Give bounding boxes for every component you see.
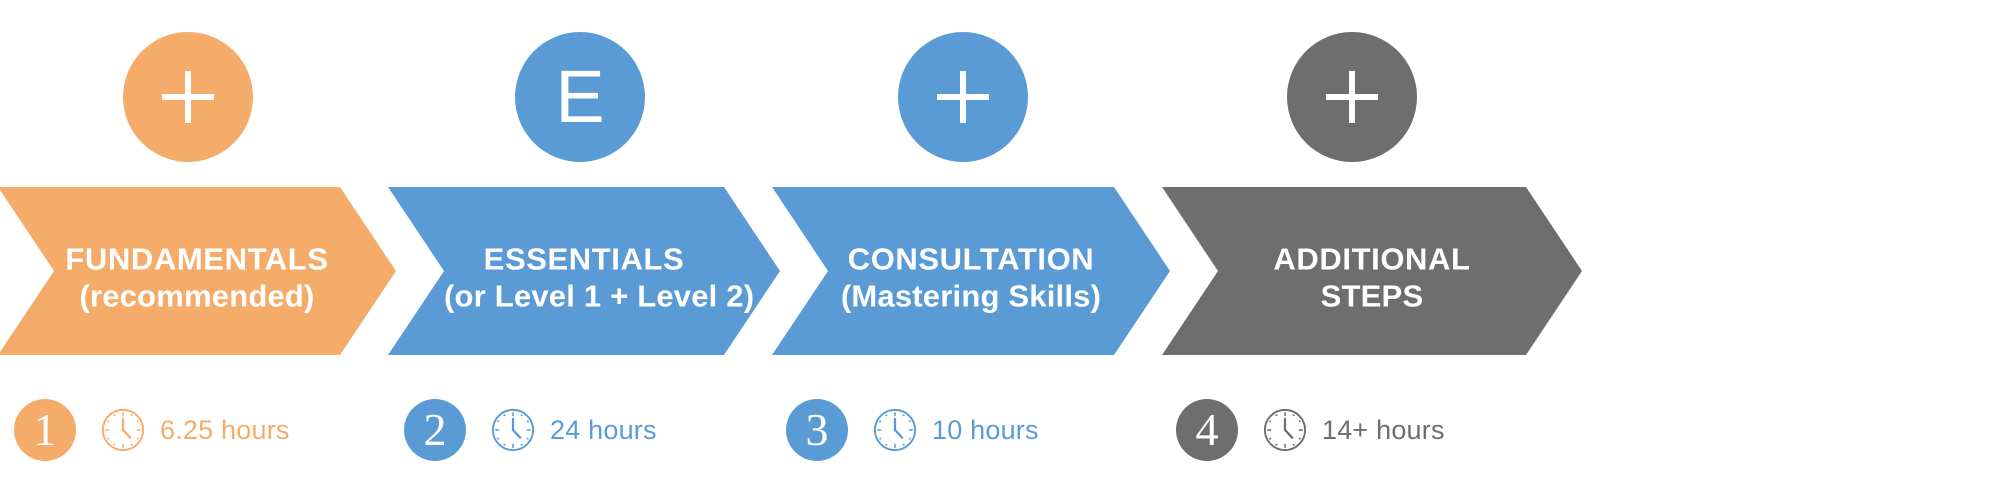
plus-icon: [937, 71, 989, 123]
chevron-band: FUNDAMENTALS (recommended) ESSENTIALS (o…: [0, 187, 2000, 355]
step-number-badge: 2: [404, 399, 466, 461]
chevron-labels: ESSENTIALS (or Level 1 + Level 2): [444, 227, 755, 314]
chevron-step-3[interactable]: CONSULTATION (Mastering Skills): [772, 187, 1170, 355]
step-1-footer: 1: [14, 395, 290, 465]
step-subtitle: (or Level 1 + Level 2): [444, 278, 755, 313]
step-4-footer: 4: [1176, 395, 1445, 465]
step-title: CONSULTATION: [847, 241, 1095, 277]
step-hours: 24 hours: [550, 414, 657, 445]
step-1-top-badge[interactable]: [123, 32, 253, 162]
chevron-step-1[interactable]: FUNDAMENTALS (recommended): [0, 187, 396, 355]
chevron-shape: [1162, 187, 1582, 355]
step-3-footer: 3: [786, 395, 1039, 465]
chevron-labels: CONSULTATION (Mastering Skills): [828, 227, 1114, 314]
step-subtitle: (recommended): [79, 278, 315, 313]
clock-icon: [872, 407, 918, 453]
chevron-step-4[interactable]: ADDITIONAL STEPS: [1162, 187, 1582, 355]
chevron-labels: ADDITIONAL STEPS: [1218, 227, 1526, 314]
step-subtitle: (Mastering Skills): [840, 278, 1102, 313]
chevron-step-2[interactable]: ESSENTIALS (or Level 1 + Level 2): [388, 187, 780, 355]
step-4-top-badge[interactable]: [1287, 32, 1417, 162]
clock-icon: [100, 407, 146, 453]
step-number-badge: 1: [14, 399, 76, 461]
step-subtitle: STEPS: [1320, 278, 1424, 313]
step-hours: 10 hours: [932, 414, 1039, 445]
step-hours: 6.25 hours: [160, 414, 290, 445]
plus-icon: [162, 71, 214, 123]
step-number-badge: 4: [1176, 399, 1238, 461]
clock-icon: [490, 407, 536, 453]
chevron-labels: FUNDAMENTALS (recommended): [54, 227, 340, 314]
step-3-top-badge[interactable]: [898, 32, 1028, 162]
step-2-top-badge[interactable]: E: [515, 32, 645, 162]
step-title: ESSENTIALS: [483, 241, 685, 277]
plus-icon: [1326, 71, 1378, 123]
step-2-footer: 2: [404, 395, 657, 465]
chevron-shape: [0, 187, 396, 355]
step-title: ADDITIONAL: [1273, 241, 1471, 277]
step-hours: 14+ hours: [1322, 414, 1445, 445]
chevron-shape: [772, 187, 1170, 355]
clock-icon: [1262, 407, 1308, 453]
letter-e-icon: E: [555, 55, 605, 138]
step-title: FUNDAMENTALS: [65, 241, 329, 277]
step-number-badge: 3: [786, 399, 848, 461]
chevron-shape: [388, 187, 780, 355]
